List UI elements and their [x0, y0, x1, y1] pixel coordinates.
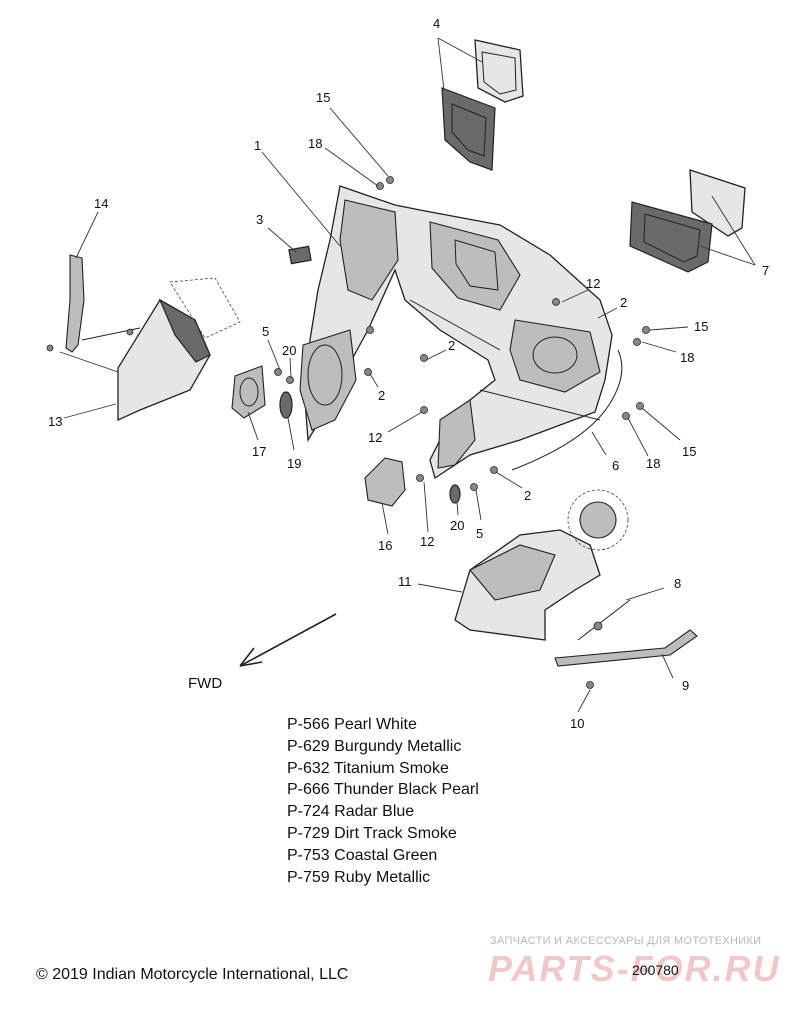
paint-code-item: P-632 Titanium Smoke [287, 759, 449, 777]
callout-4: 4 [433, 16, 440, 31]
part-6-trim-strip [511, 349, 623, 471]
callout-3: 3 [256, 212, 263, 227]
callout-2: 2 [448, 338, 455, 353]
fwd-arrow [239, 613, 337, 667]
paint-code-item: P-666 Thunder Black Pearl [287, 781, 479, 799]
paint-code-item: P-629 Burgundy Metallic [287, 737, 462, 755]
paint-code-item: P-753 Coastal Green [287, 846, 438, 864]
callout-5: 5 [476, 526, 483, 541]
leader-lines [59, 37, 756, 713]
callout-9: 9 [682, 678, 689, 693]
callout-10: 10 [570, 716, 584, 731]
callout-15: 15 [316, 90, 330, 105]
part-13-trim-panel [117, 277, 241, 422]
part-16-cover [364, 457, 406, 507]
callout-20: 20 [282, 343, 296, 358]
callout-12: 12 [368, 430, 382, 445]
diagram-number: 200780 [632, 962, 679, 978]
part-8-rod [577, 599, 631, 641]
part-11-lower-fairing [454, 489, 629, 641]
watermark-logo: PARTS-FOR.RU [488, 948, 781, 989]
part-9-bracket [554, 629, 698, 667]
part-17-speaker-ring [231, 365, 266, 419]
callout-7: 7 [762, 263, 769, 278]
callout-13: 13 [48, 414, 62, 429]
part-20-grommet [449, 484, 461, 504]
callout-18: 18 [308, 136, 322, 151]
callout-labels: 4 15 18 1 3 14 7 12 2 15 18 5 20 2 2 13 … [48, 16, 769, 731]
part-4-speaker-cover [441, 39, 524, 171]
callout-11: 11 [398, 574, 412, 589]
paint-code-list: P-566 Pearl White P-629 Burgundy Metalli… [287, 714, 479, 888]
callout-1: 1 [254, 138, 261, 153]
callout-18: 18 [646, 456, 660, 471]
part-14-bracket [65, 254, 141, 353]
copyright-notice: © 2019 Indian Motorcycle International, … [36, 966, 349, 983]
callout-5: 5 [262, 324, 269, 339]
callout-19: 19 [287, 456, 301, 471]
callout-15: 15 [682, 444, 696, 459]
callout-16: 16 [378, 538, 392, 553]
part-7-speaker-cover [629, 169, 746, 273]
callout-12: 12 [586, 276, 600, 291]
callout-2: 2 [620, 295, 627, 310]
callout-15: 15 [694, 319, 708, 334]
part-19-grommet [279, 391, 293, 419]
paint-code-item: P-724 Radar Blue [287, 803, 415, 821]
callout-14: 14 [94, 196, 108, 211]
callout-18: 18 [680, 350, 694, 365]
callout-8: 8 [674, 576, 681, 591]
part-1-inner-fairing [299, 185, 613, 480]
callout-20: 20 [450, 518, 464, 533]
callout-6: 6 [612, 458, 619, 473]
paint-code-item: P-566 Pearl White [287, 716, 417, 733]
paint-code-item: P-759 Ruby Metallic [287, 868, 431, 886]
fasteners [46, 176, 650, 689]
callout-2: 2 [378, 388, 385, 403]
paint-code-item: P-729 Dirt Track Smoke [287, 824, 457, 842]
watermark-caption: ЗАПЧАСТИ И АКСЕССУАРЫ ДЛЯ МОТОТЕХНИКИ [490, 935, 762, 947]
fwd-label: FWD [188, 675, 222, 692]
callout-2: 2 [524, 488, 531, 503]
callout-17: 17 [252, 444, 266, 459]
callout-12: 12 [420, 534, 434, 549]
